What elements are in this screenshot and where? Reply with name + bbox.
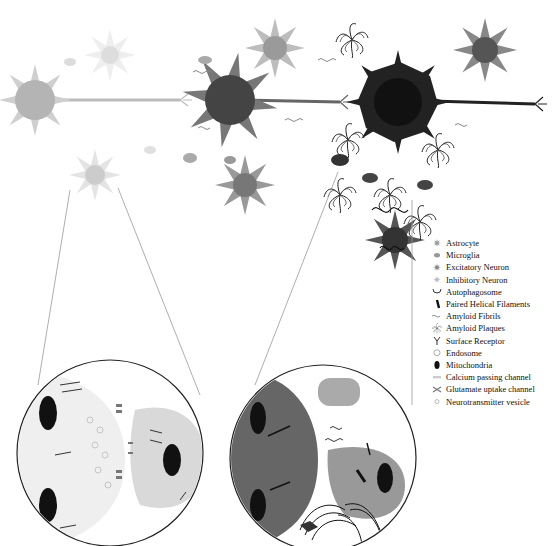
legend-icons xyxy=(432,239,442,404)
legend-text: Glutamate uptake channel xyxy=(446,383,535,395)
legend-text: Microglia xyxy=(446,249,480,261)
legend-text: Astrocyte xyxy=(446,237,479,249)
legend-text: Excitatory Neuron xyxy=(446,261,509,273)
amyloid-plaque xyxy=(324,24,454,240)
legend-text: Amyloid Fibrils xyxy=(446,310,501,322)
legend-text: Neurotransmitter vesicle xyxy=(446,396,530,408)
legend-text: Autophagosome xyxy=(446,286,502,298)
legend-text: Paired Helical Filaments xyxy=(446,298,530,310)
legend-text: Endosome xyxy=(446,347,482,359)
legend-text: Mitochondria xyxy=(446,359,492,371)
microglia xyxy=(64,56,433,190)
legend-text: Surface Receptor xyxy=(446,335,505,347)
excitatory-neuron xyxy=(0,44,450,155)
healthy-zoom xyxy=(10,360,205,546)
disease-zoom xyxy=(230,365,416,546)
amyloid-fibrils xyxy=(193,59,467,130)
legend-text: Amyloid Plaques xyxy=(446,322,505,334)
astrocyte xyxy=(84,18,517,82)
legend-text: Inhibitory Neuron xyxy=(446,274,508,286)
inhibitory-neuron xyxy=(69,149,425,270)
legend-text: Calcium passing channel xyxy=(446,371,531,383)
paired-helical-filaments xyxy=(372,208,408,250)
